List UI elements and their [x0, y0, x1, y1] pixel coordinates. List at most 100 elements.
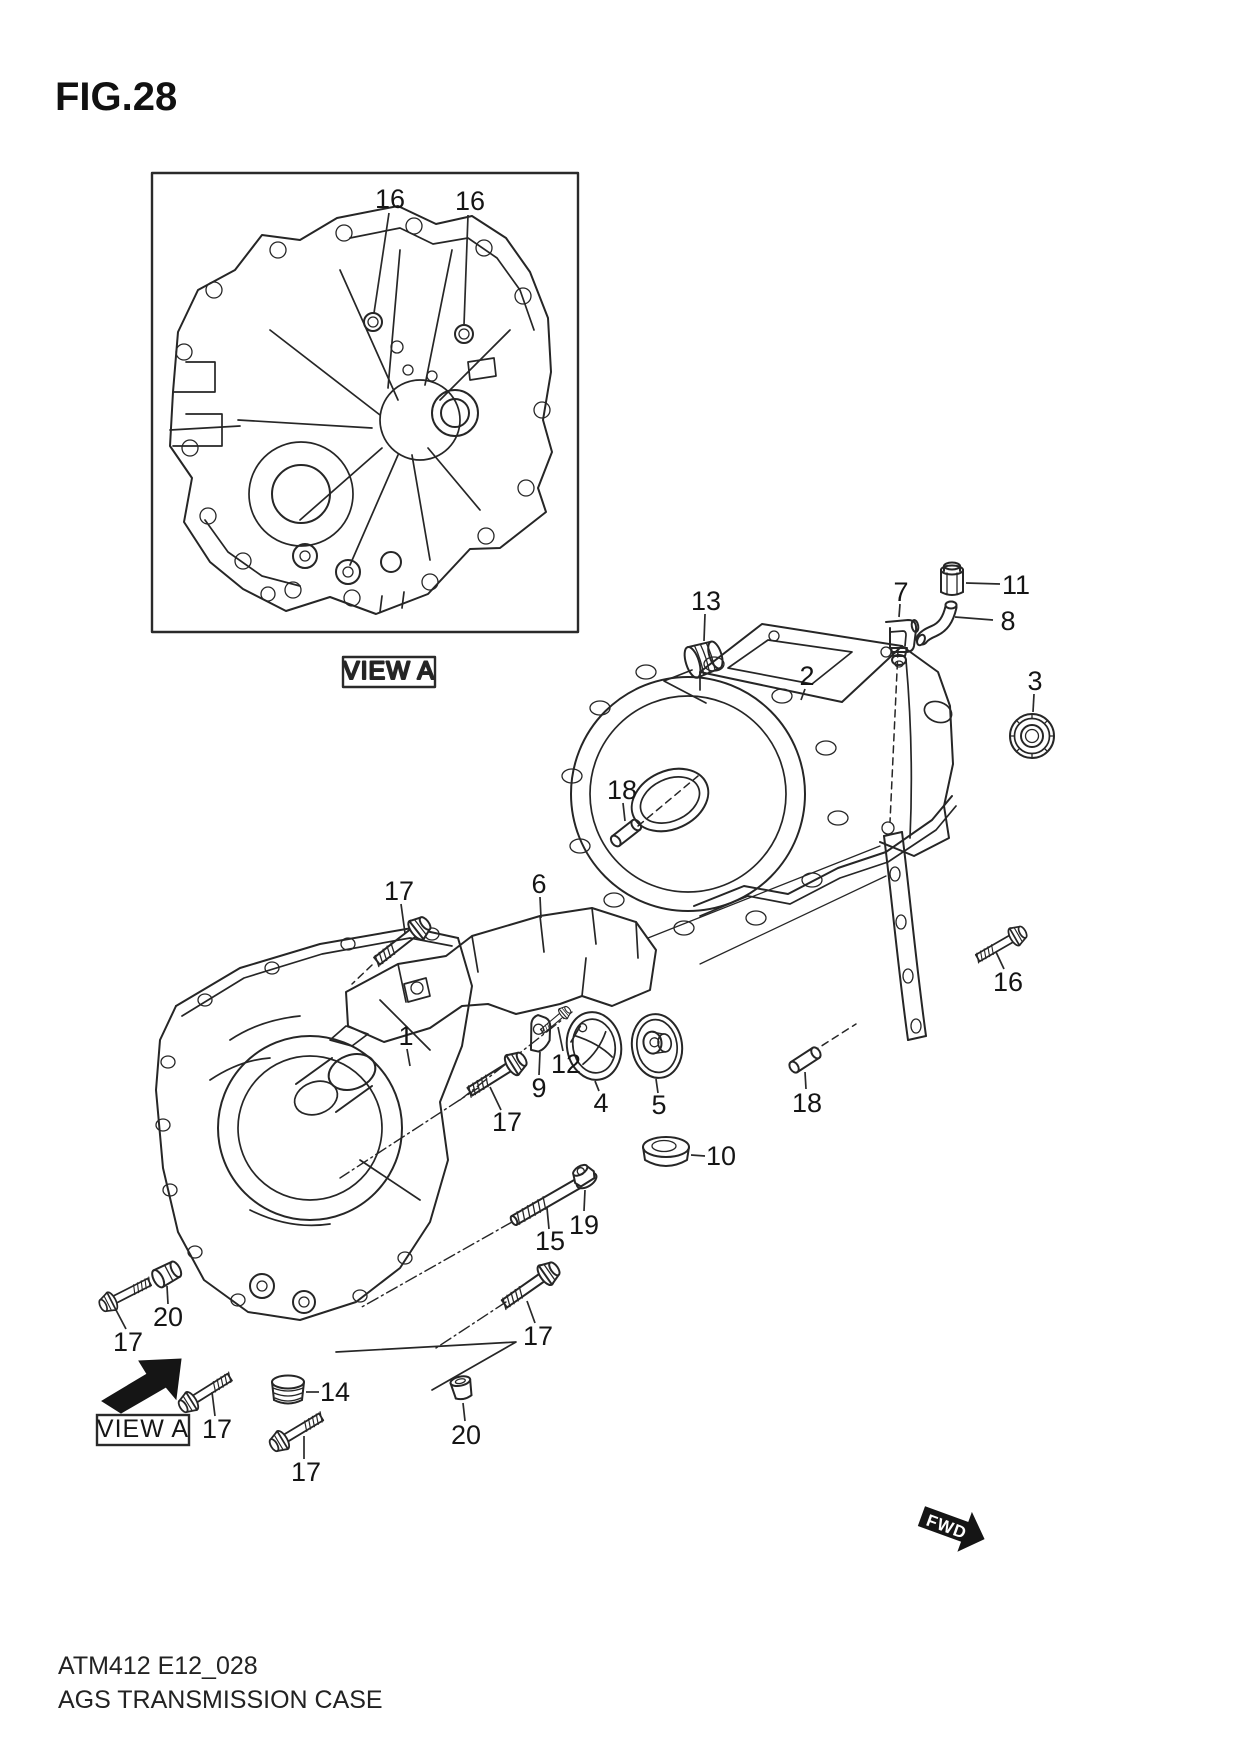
bolt-hole-16b: [454, 324, 474, 344]
figure-title: FIG.28: [55, 75, 177, 119]
callout-17: 17: [113, 1327, 143, 1357]
callout-6: 6: [531, 869, 546, 899]
callout-leader-20: [462, 1402, 466, 1422]
callout-leader-10: [690, 1154, 706, 1157]
callout-13: 13: [691, 586, 721, 616]
callout-leader-18: [622, 802, 626, 822]
callout-16: 16: [375, 184, 405, 214]
callout-8: 8: [1000, 606, 1015, 636]
oil-seal-3-drawing: [1009, 713, 1055, 759]
bolt-17b-drawing: [461, 1046, 532, 1104]
bolt-17c-drawing: [495, 1256, 565, 1316]
callout-17: 17: [291, 1457, 321, 1487]
callout-3: 3: [1027, 666, 1042, 696]
footer-caption: AGS TRANSMISSION CASE: [58, 1686, 383, 1714]
breather-cap-11-drawing: [940, 561, 964, 596]
dowel-pin-18b-drawing: [786, 1044, 824, 1076]
breather-axis-line: [889, 649, 899, 823]
callout-2: 2: [799, 661, 814, 691]
callout-leader-16: [373, 212, 390, 314]
callout-leader-17: [400, 903, 406, 934]
plug-20b-drawing: [449, 1375, 473, 1401]
callout-1: 1: [398, 1021, 413, 1051]
hose-8-drawing: [915, 600, 958, 647]
cover-4-drawing: [565, 1011, 623, 1081]
fwd-arrow: FWD: [917, 1506, 985, 1552]
callout-leader-17: [489, 1086, 502, 1111]
view-a-box: [341, 655, 437, 689]
callout-leader-6: [539, 896, 542, 919]
inset-frame: [150, 171, 580, 634]
callout-leader-4: [594, 1080, 600, 1092]
callout-17: 17: [384, 876, 414, 906]
callout-leader-18: [804, 1071, 807, 1090]
view-a-text-inset: VIEW A: [343, 657, 435, 685]
callout-leader-17: [211, 1391, 216, 1417]
callout-17: 17: [492, 1107, 522, 1137]
callout-leader-11: [965, 582, 1001, 585]
dowel-pin-18a-drawing: [607, 816, 645, 850]
callout-leader-19: [583, 1189, 586, 1212]
view-a-box-main: [95, 1413, 191, 1447]
right-case-drawing: [561, 623, 957, 1053]
callout-leader-7: [898, 603, 901, 618]
callout-10: 10: [706, 1141, 736, 1171]
view-direction-arrow: [101, 1358, 182, 1414]
callout-leader-15: [546, 1207, 550, 1230]
plug-20a-drawing: [151, 1260, 183, 1289]
callout-11: 11: [1002, 570, 1030, 600]
fwd-arrow-shape: [917, 1506, 985, 1552]
callout-leader-3: [1032, 693, 1035, 713]
seal-5-drawing: [630, 1013, 684, 1079]
callout-16: 16: [455, 186, 485, 216]
callout-15: 15: [535, 1226, 565, 1256]
callout-18: 18: [792, 1088, 822, 1118]
elbow-7-drawing: [885, 619, 920, 668]
inset-case-drawing: [169, 205, 553, 615]
plug-14-drawing: [271, 1374, 305, 1405]
bolt-17e-drawing: [174, 1366, 238, 1418]
callout-leader-16: [463, 214, 469, 326]
callout-17: 17: [202, 1414, 232, 1444]
callout-leader-2: [800, 688, 806, 701]
left-case-drawing: [155, 927, 573, 1391]
bolt-hole-16a: [363, 312, 383, 332]
callout-9: 9: [531, 1073, 546, 1103]
mount-bracket-drawing: [329, 907, 657, 1047]
view-a-arrow: [101, 1358, 182, 1414]
callout-leader-17: [115, 1309, 127, 1330]
inset-view: VIEW A: [150, 171, 580, 689]
callout-leader-9: [538, 1051, 541, 1076]
view-a-label-inset: VIEW A: [341, 655, 437, 689]
callout-leader-13: [703, 613, 706, 642]
view-a-label-main: VIEW A: [95, 1413, 191, 1447]
callout-leader-20: [166, 1285, 169, 1305]
callout-5: 5: [651, 1090, 666, 1120]
callout-leader-5: [655, 1078, 659, 1094]
callout-4: 4: [593, 1088, 608, 1118]
callout-leader-17: [526, 1300, 536, 1324]
callout-leader-12: [557, 1026, 564, 1052]
grommet-10-drawing: [642, 1136, 690, 1167]
callout-7: 7: [893, 577, 908, 607]
bolt-17d-drawing: [95, 1271, 157, 1317]
callout-leader-16: [995, 951, 1005, 970]
footer-code: ATM412 E12_028: [58, 1652, 258, 1680]
callout-leader-1: [406, 1048, 411, 1067]
callout-18: 18: [607, 775, 637, 805]
callout-17: 17: [523, 1321, 553, 1351]
plug-13-drawing: [683, 640, 724, 679]
callout-19: 19: [569, 1210, 599, 1240]
nut-19-drawing: [572, 1163, 598, 1190]
tab-9-drawing: [529, 1014, 552, 1053]
callout-leader-8: [954, 616, 994, 621]
callout-12: 12: [551, 1049, 581, 1079]
view-a-text-main: VIEW A: [97, 1415, 189, 1443]
callout-20: 20: [451, 1420, 481, 1450]
callout-14: 14: [320, 1377, 350, 1407]
bolt-17f-drawing: [265, 1406, 329, 1457]
callout-20: 20: [153, 1302, 183, 1332]
